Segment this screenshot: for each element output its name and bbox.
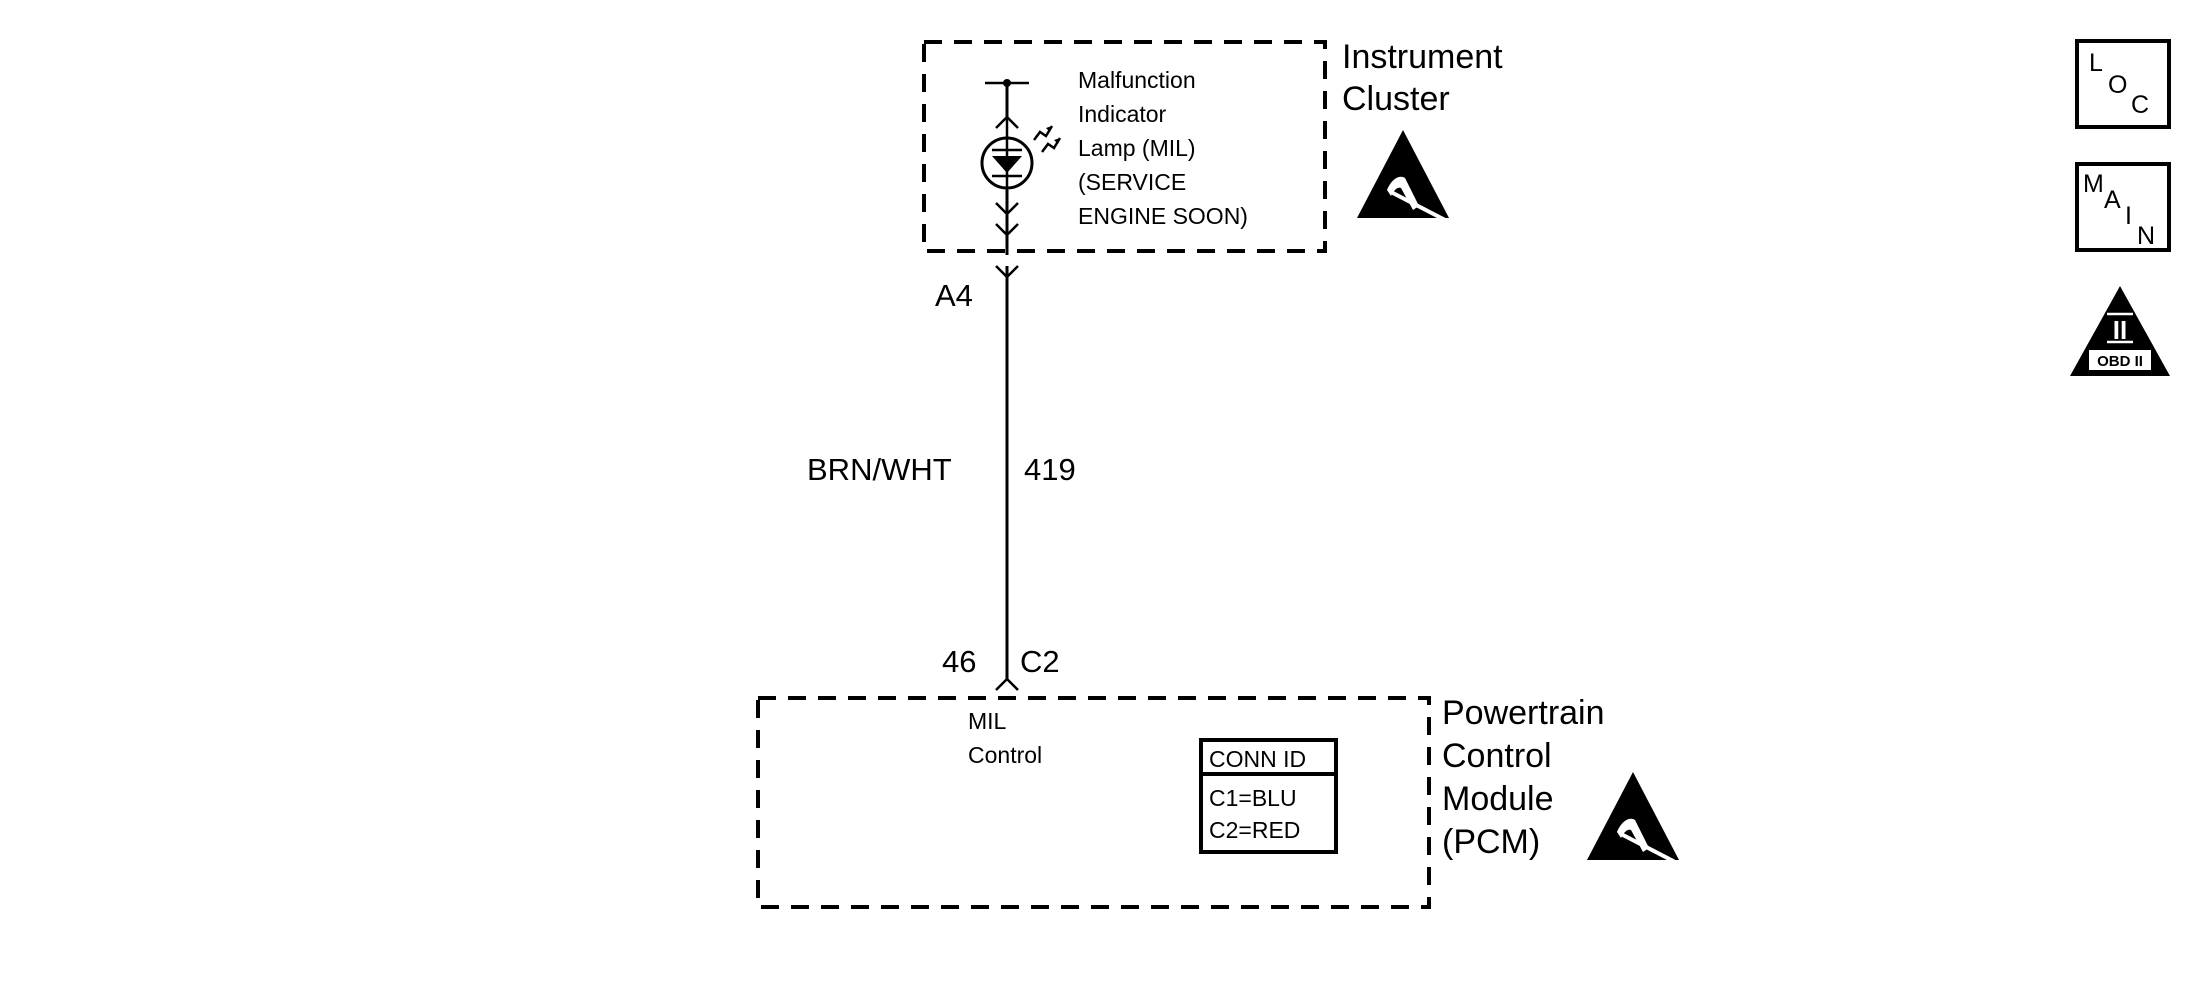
circuit-number-label: 419 xyxy=(1024,452,1076,487)
loc-letter-2: O xyxy=(2108,71,2127,99)
main-letter-1: M xyxy=(2083,170,2104,198)
mil-component-line-3: Lamp (MIL) xyxy=(1078,135,1196,161)
pcm-title-line-3: Module xyxy=(1442,780,1554,818)
loc-letter-3: C xyxy=(2131,91,2149,119)
esd-sensitive-icon xyxy=(1357,130,1450,224)
pcm-function-line-1: MIL xyxy=(968,708,1007,734)
top-pin-label: A4 xyxy=(935,278,973,313)
bottom-connector-label: C2 xyxy=(1020,644,1060,679)
main-letter-4: N xyxy=(2137,222,2155,250)
pcm-title-line-2: Control xyxy=(1442,737,1552,775)
pcm-title-line-1: Powertrain xyxy=(1442,694,1605,732)
main-letter-3: I xyxy=(2125,202,2132,230)
pcm-title-line-4: (PCM) xyxy=(1442,823,1540,861)
conn-id-header: CONN ID xyxy=(1209,746,1306,772)
conn-id-row-2: C2=RED xyxy=(1209,817,1300,843)
main-letter-2: A xyxy=(2104,186,2121,214)
loc-letter-1: L xyxy=(2089,49,2103,77)
bottom-pin-label: 46 xyxy=(942,644,976,679)
circuit-419-wire xyxy=(995,265,1019,691)
mil-component-line-5: ENGINE SOON) xyxy=(1078,203,1248,229)
pcm-function-line-2: Control xyxy=(968,742,1042,768)
instrument-cluster-title-1: Instrument xyxy=(1342,38,1503,76)
obd-ii-icon[interactable]: II OBD II xyxy=(2070,286,2170,376)
wire-color-label: BRN/WHT xyxy=(807,452,952,487)
loc-icon[interactable]: L O C xyxy=(2075,39,2171,129)
obd-numeral: II xyxy=(2113,315,2127,345)
instrument-cluster-box xyxy=(922,40,1327,253)
conn-id-row-1: C1=BLU xyxy=(1209,785,1297,811)
conn-id-table: CONN ID C1=BLU C2=RED xyxy=(1199,738,1338,854)
mil-component-line-2: Indicator xyxy=(1078,101,1167,127)
instrument-cluster-title-2: Cluster xyxy=(1342,80,1450,118)
mil-component-line-4: (SERVICE xyxy=(1078,169,1186,195)
esd-sensitive-icon xyxy=(1587,772,1680,866)
pcm-group: MIL Control CONN ID C1=BLU C2=RED Powert… xyxy=(756,694,1680,909)
mil-lamp-symbol xyxy=(980,79,1062,255)
main-icon[interactable]: M A I N xyxy=(2075,162,2171,252)
pcm-box xyxy=(756,696,1431,909)
instrument-cluster-group: Malfunction Indicator Lamp (MIL) (SERVIC… xyxy=(922,38,1503,255)
obd-label: OBD II xyxy=(2097,353,2143,370)
mil-component-line-1: Malfunction xyxy=(1078,67,1196,93)
